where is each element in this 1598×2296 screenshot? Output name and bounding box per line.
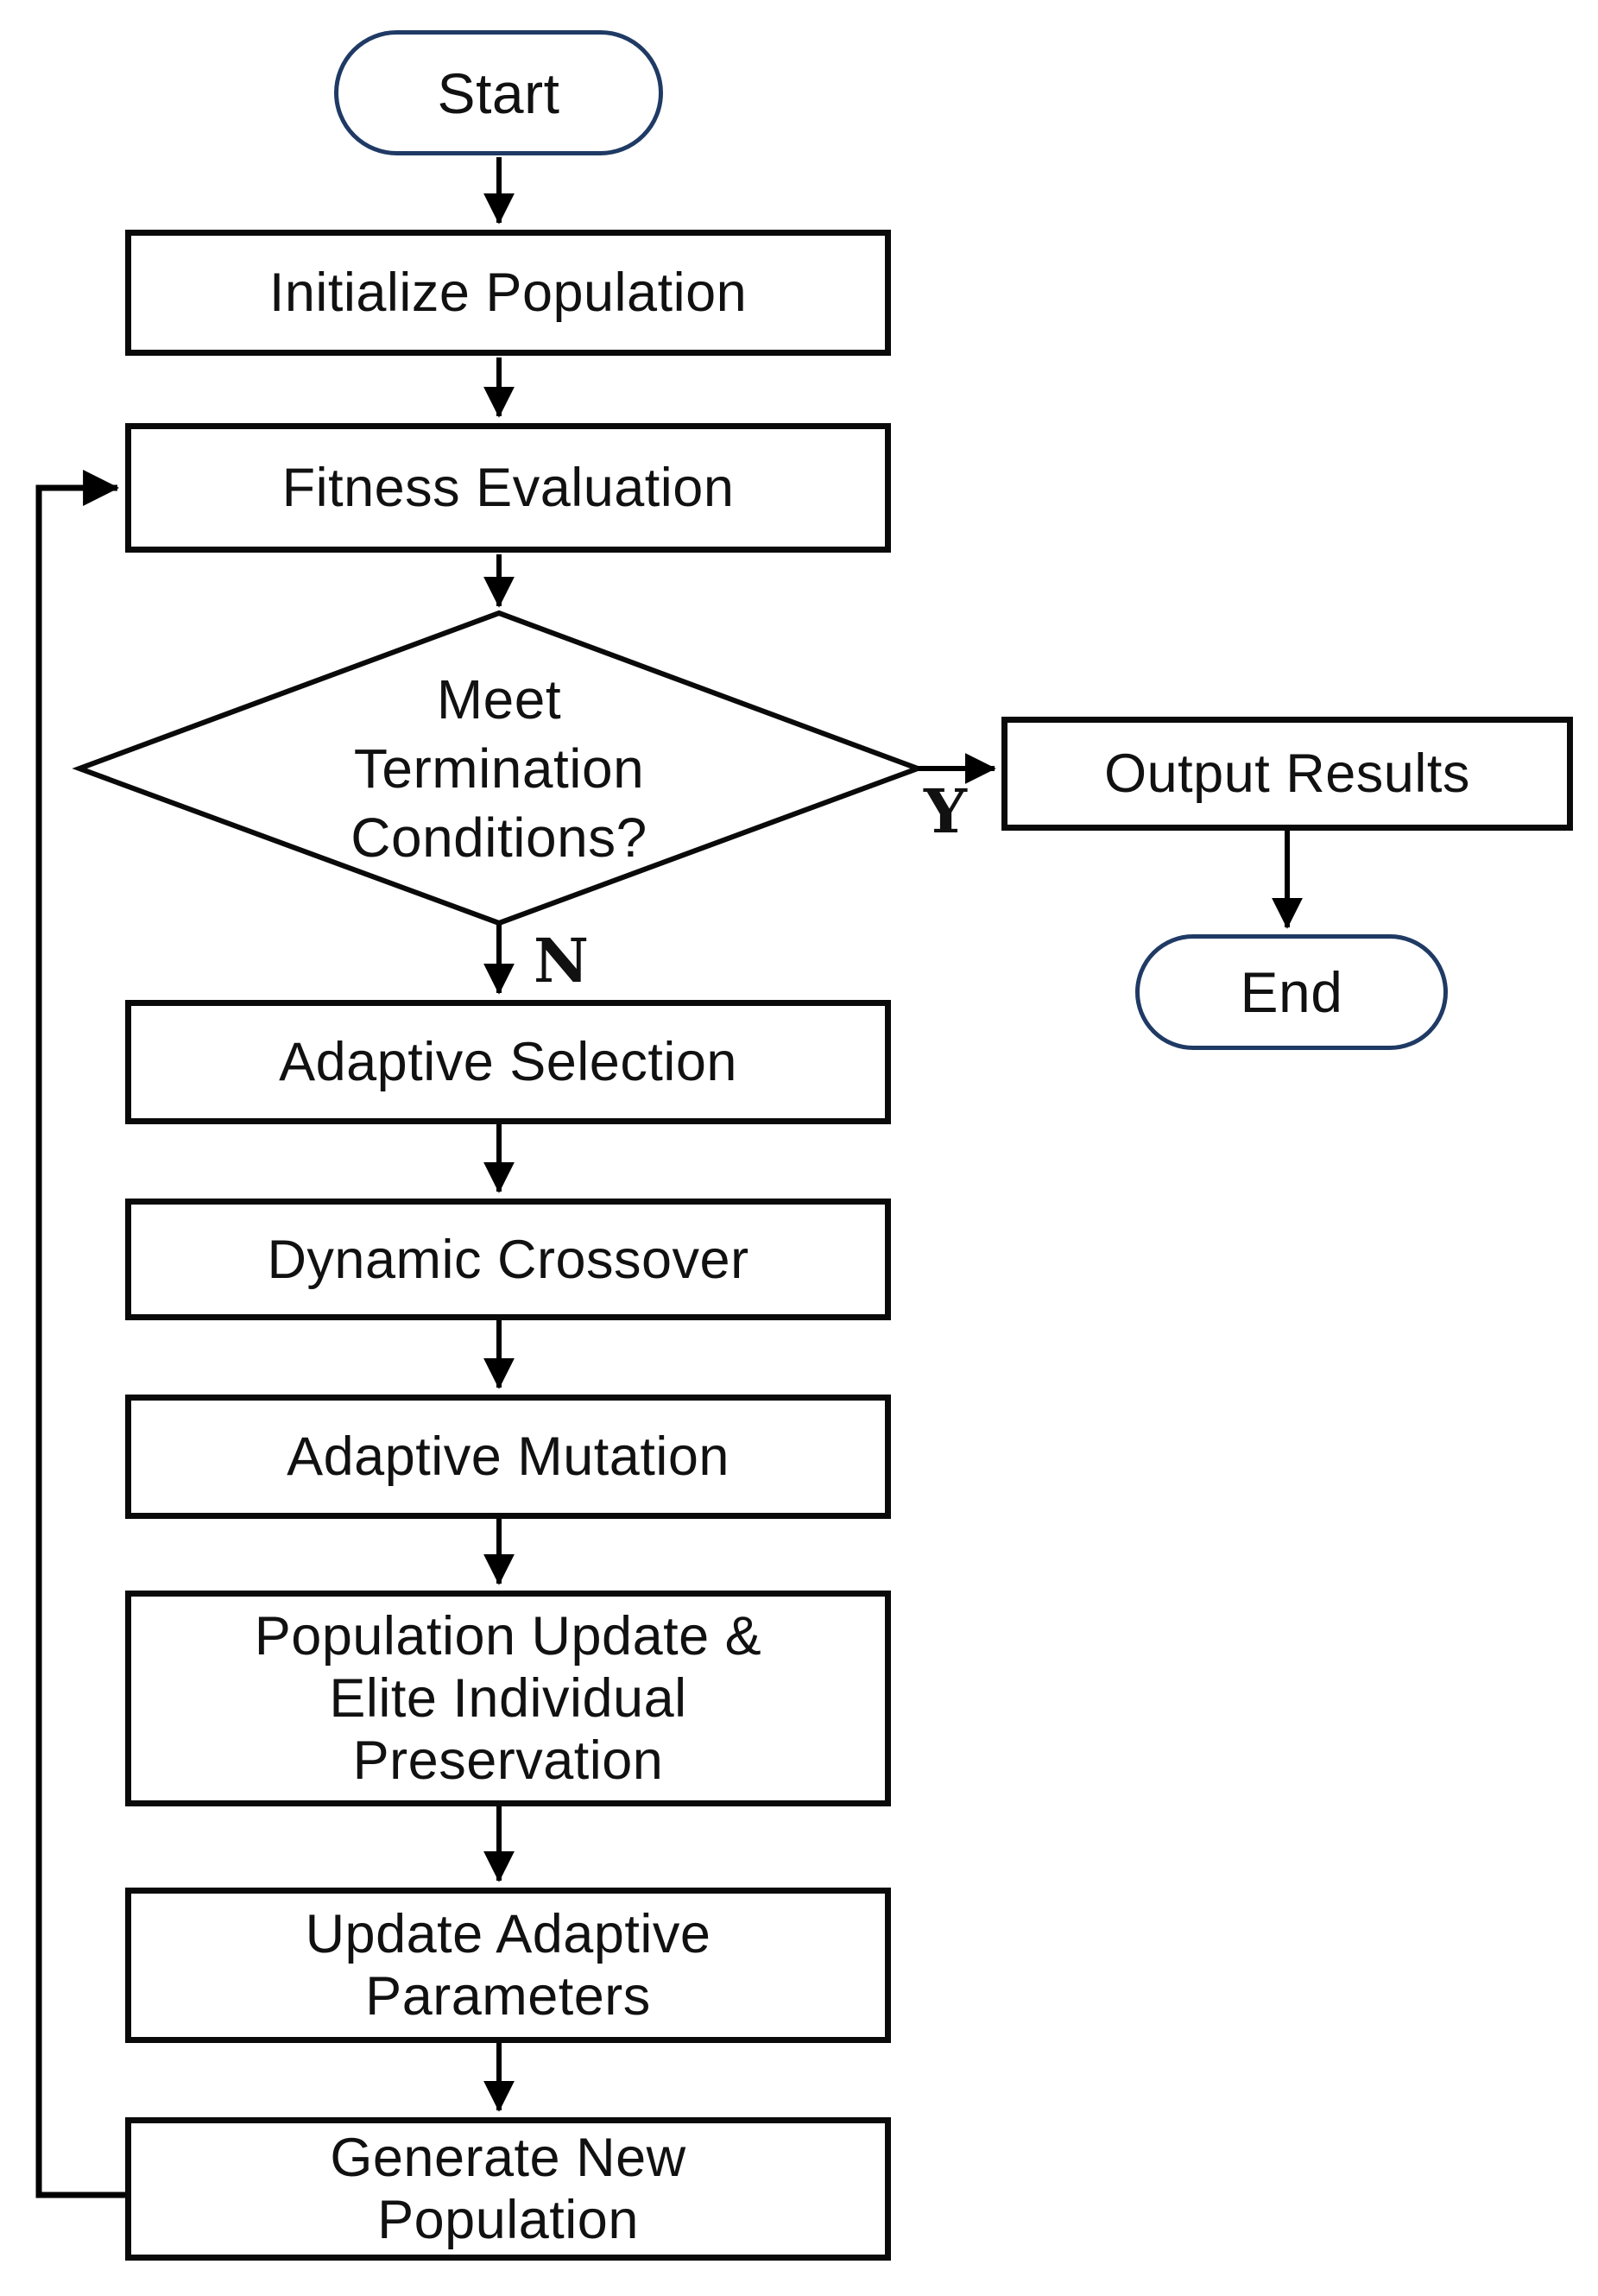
initialize-population-box: Initialize Population [125,230,891,356]
output-results-label: Output Results [1104,743,1470,804]
fitness-evaluation-label: Fitness Evaluation [281,458,735,518]
end-terminator: End [1135,934,1448,1050]
population-update-box: Population Update & Elite Individual Pre… [125,1591,891,1806]
start-label: Start [437,60,560,125]
decision-label: Meet Termination Conditions? [351,668,647,869]
output-results-box: Output Results [1001,717,1573,831]
generate-population-box: Generate New Population [125,2117,891,2261]
fitness-evaluation-box: Fitness Evaluation [125,423,891,553]
generate-population-label: Generate New Population [330,2128,686,2250]
update-parameters-label: Update Adaptive Parameters [305,1904,711,2027]
decision-diamond-shape [72,610,925,927]
edge-generate-fitness-loop [35,470,125,2198]
update-parameters-box: Update Adaptive Parameters [125,1888,891,2043]
adaptive-mutation-box: Adaptive Mutation [125,1395,891,1519]
dynamic-crossover-box: Dynamic Crossover [125,1199,891,1320]
dynamic-crossover-label: Dynamic Crossover [267,1229,749,1290]
decision-diamond-text: Meet Termination Conditions? [231,658,767,879]
adaptive-selection-box: Adaptive Selection [125,1000,891,1124]
population-update-label: Population Update & Elite Individual Pre… [254,1606,762,1791]
branch-label-yes: Y [924,775,967,847]
branch-label-no: N [534,925,589,996]
end-label: End [1240,960,1343,1024]
initialize-population-label: Initialize Population [268,262,748,323]
start-terminator: Start [334,30,663,155]
adaptive-selection-label: Adaptive Selection [279,1032,737,1092]
adaptive-mutation-label: Adaptive Mutation [287,1426,730,1487]
